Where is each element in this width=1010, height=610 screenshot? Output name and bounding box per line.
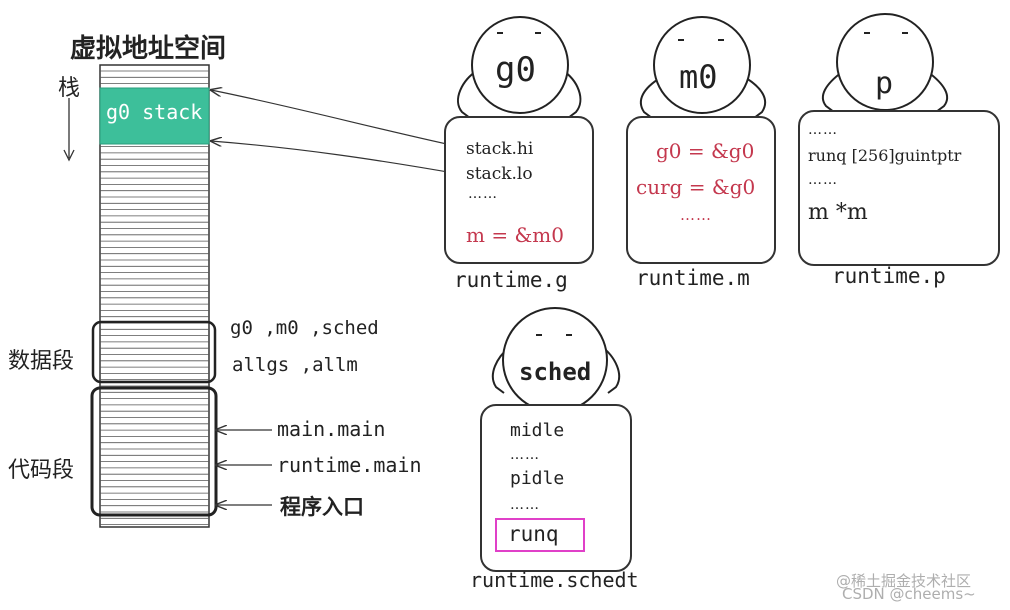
stack-lo-arrow [211,141,466,176]
code-entry-main-main: main.main [277,417,386,441]
head-m0 [639,16,767,119]
field-midle: midle [510,420,565,441]
field-sched-ellipsis-1: …… [510,447,540,463]
field-p-ellipsis-1: …… [808,122,838,138]
field-sched-ellipsis-2: …… [510,497,540,513]
field-g-ellipsis: …… [468,186,498,202]
head-p-label: p [875,66,894,101]
data-segment-line2: allgs ,allm [232,354,358,376]
card-runtime-p [798,110,1000,266]
g0-stack-block [99,87,210,145]
head-m0-label: m0 [679,58,718,96]
field-curg-ref: curg = &g0 [636,175,756,199]
field-runq-array: runq [256]guintptr [808,146,962,165]
head-g0-label: g0 [495,50,536,90]
field-m-ref: m = &m0 [466,223,564,247]
caption-runtime-m: runtime.m [636,266,750,290]
field-stack-hi: stack.hi [466,139,534,159]
memory-title: 虚拟地址空间 [70,34,227,64]
code-entry-program-entry: 程序入口 [280,495,364,519]
code-segment-label: 代码段 [8,458,75,483]
caption-runtime-g: runtime.g [454,268,568,292]
watermark-juejin: @稀土掘金技术社区 [836,572,972,590]
data-segment-label: 数据段 [8,349,75,374]
code-entry-runtime-main: runtime.main [277,453,422,477]
field-stack-lo: stack.lo [466,164,533,184]
field-pidle: pidle [510,468,565,489]
stack-hi-arrow [211,90,466,149]
data-segment-box [91,320,217,384]
code-segment-box [90,386,218,517]
card-runtime-schedt [480,404,632,572]
field-g0-ref: g0 = &g0 [656,139,755,163]
head-p [821,13,949,113]
watermark-csdn: CSDN @cheems~ [842,585,976,603]
g0-stack-label: g0 stack [106,100,203,124]
card-runtime-m [626,116,776,264]
data-segment-line1: g0 ,m0 ,sched [230,317,379,339]
head-sched-label: sched [519,358,592,386]
field-p-ellipsis-2: …… [808,172,838,188]
card-runtime-g [444,116,594,264]
head-g0 [457,16,582,119]
caption-runtime-schedt: runtime.schedt [470,568,639,592]
caption-runtime-p: runtime.p [832,264,946,288]
stack-label: 栈 [58,76,81,101]
runq-highlight-box [495,518,585,552]
memory-column [90,64,218,528]
field-m-ellipsis: …… [680,206,712,224]
field-runq: runq [508,522,559,546]
field-m-pointer: m *m [808,200,868,225]
